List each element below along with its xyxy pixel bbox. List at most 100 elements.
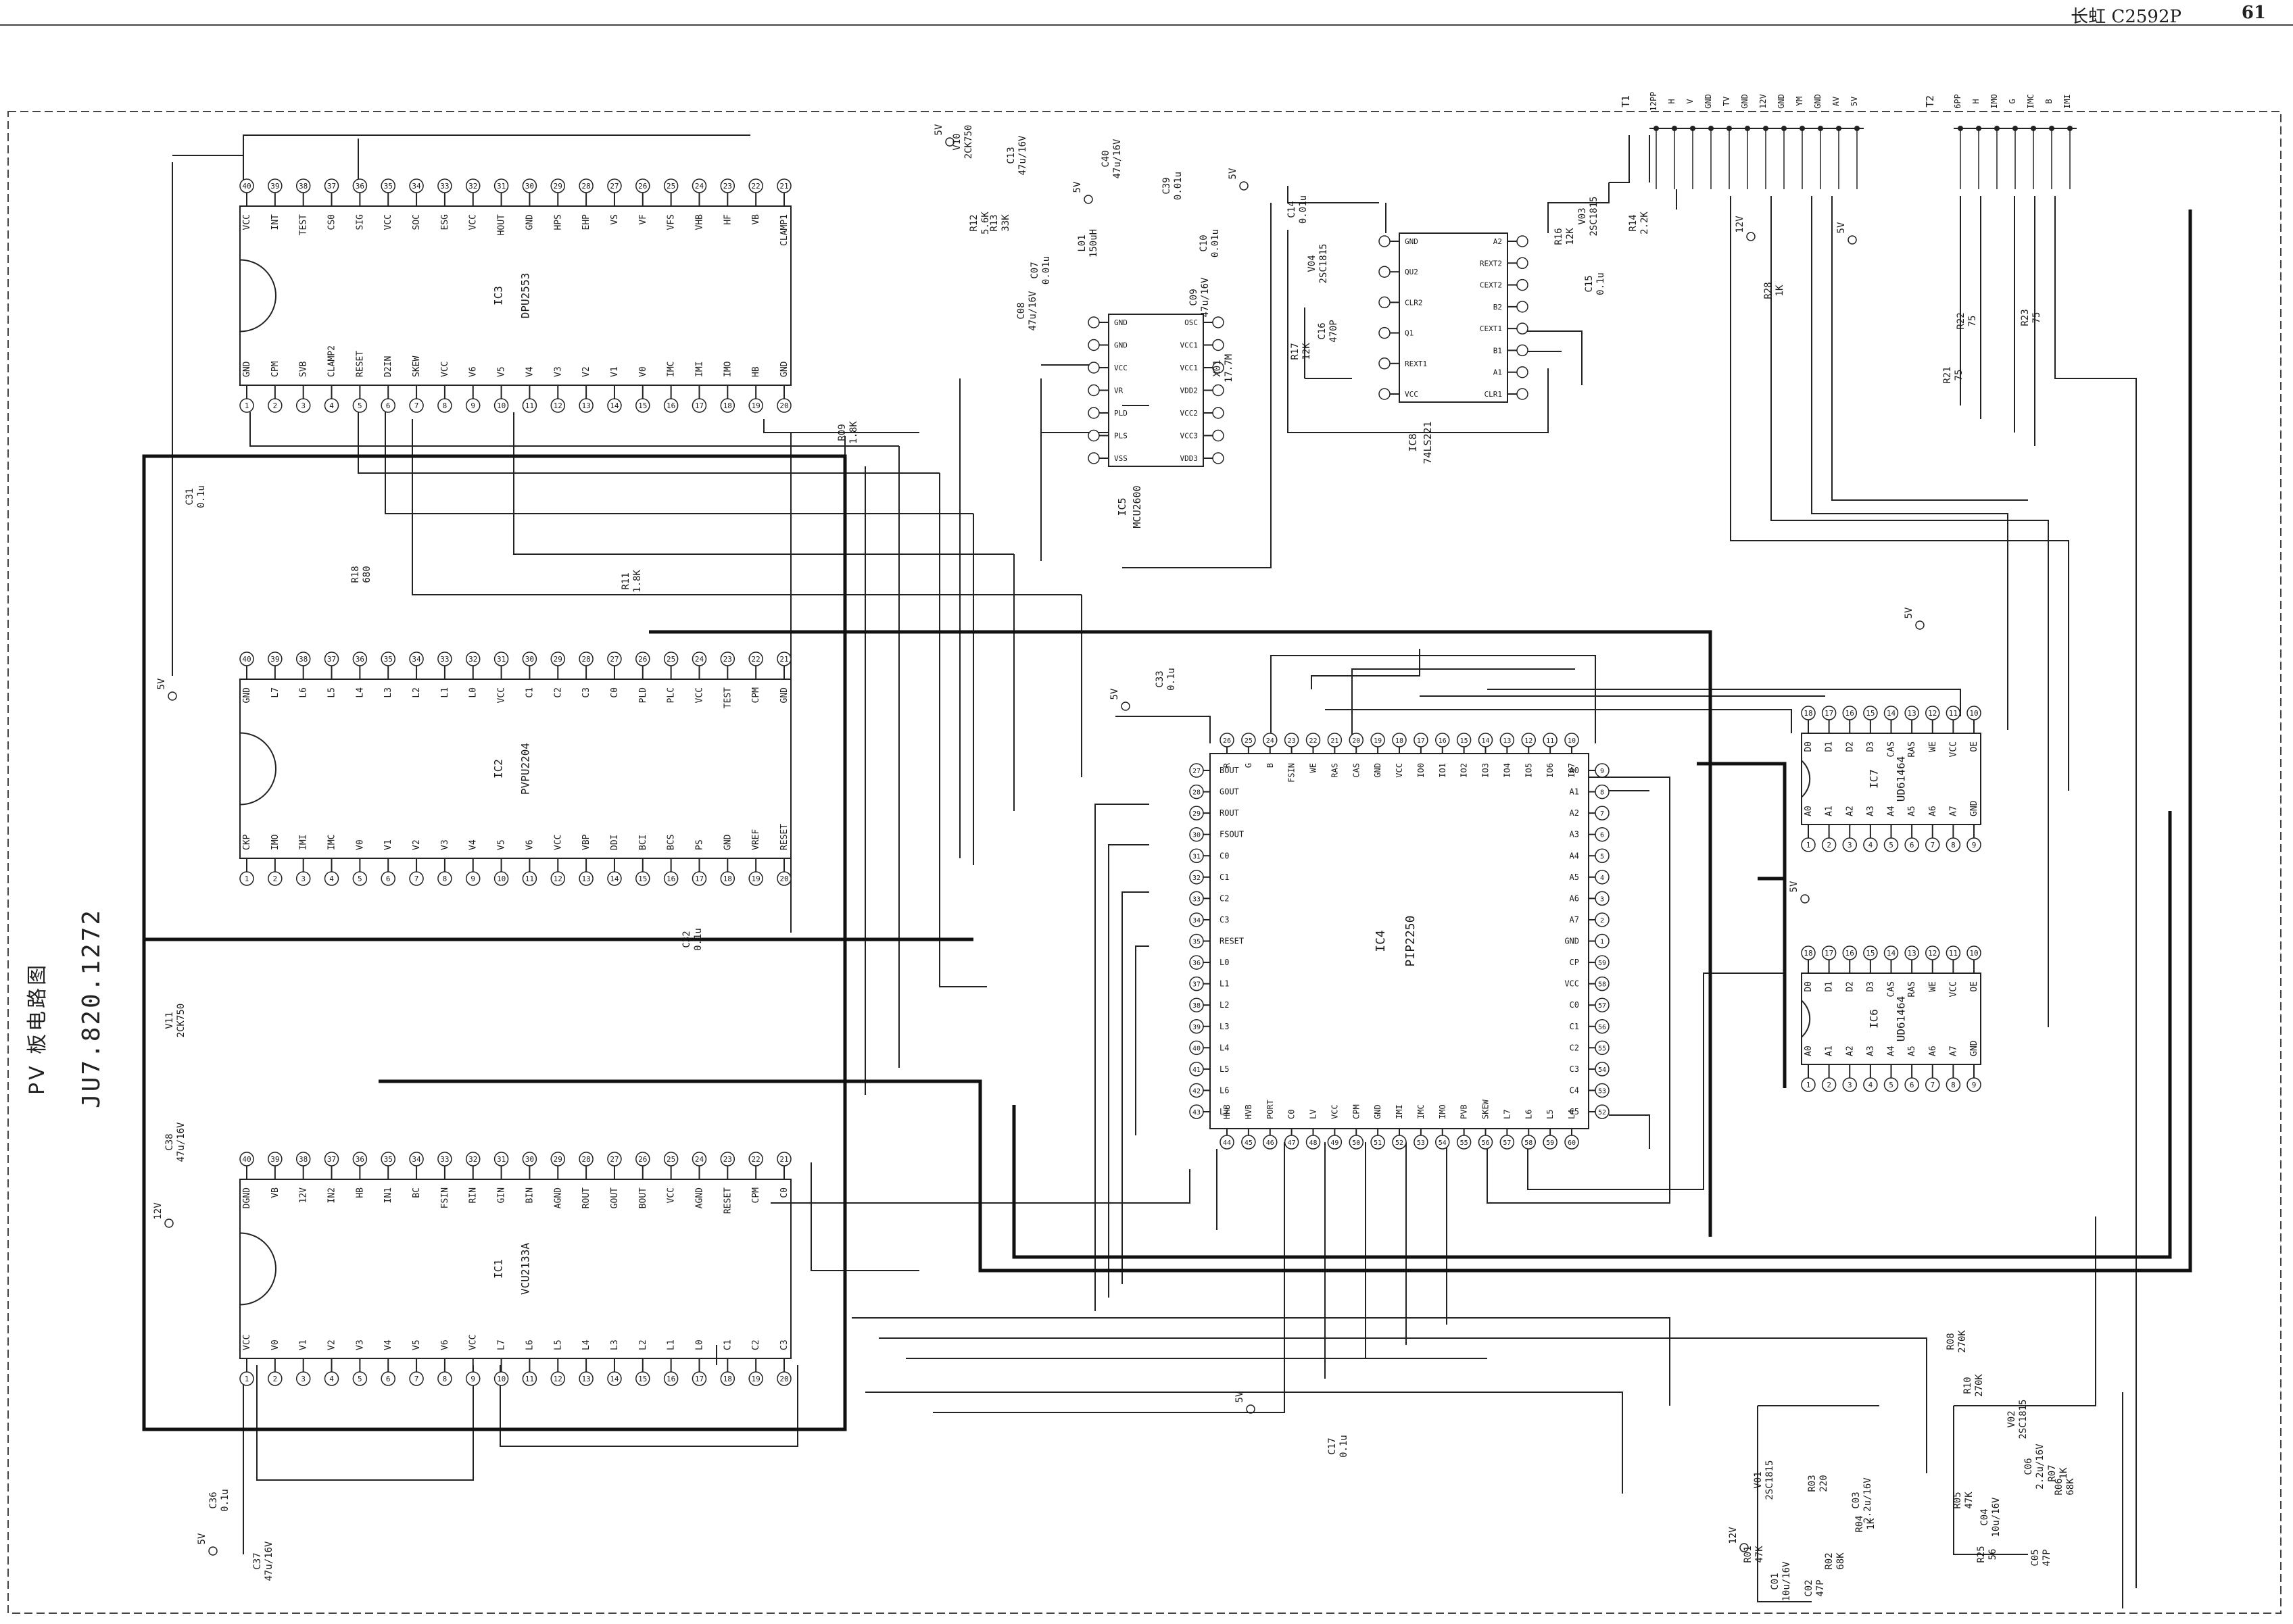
pin-number: 31 [497,182,506,191]
pin-label: PLC [667,687,677,703]
pin-bubble [748,178,763,193]
component-layer: 40VCC39INT38TEST37CS036SIG35VCC34SOC33ES… [153,92,2077,1602]
supply-rail-v5: 5V [1228,168,1249,191]
pin-label: CEXT1 [1480,324,1502,333]
pin-number: 39 [270,182,279,191]
component-ref: R08 [1946,1333,1956,1350]
pin-label: C1 [1570,1022,1579,1031]
pin-number: 12 [1524,737,1532,745]
pin-bubble [295,651,311,666]
pin-bubble [1564,1135,1579,1150]
pin-label: REXT1 [1405,360,1427,368]
pin-label: PS [694,839,704,850]
component-value: 2.2u/16V [1862,1477,1873,1523]
pin-number: 2 [1827,841,1831,850]
ic-part: PIP2250 [1403,916,1418,967]
component-value: 47u/16V [1028,291,1038,331]
component-ref: R10 [1962,1377,1973,1394]
pin-label: C1 [1220,872,1229,882]
pin-number: 15 [638,875,647,883]
pin-bubble [352,1152,368,1166]
pin-number: 40 [242,655,251,664]
component-ref: C39 [1161,177,1172,194]
connector-node [2049,126,2054,131]
pin-number: 10 [497,1375,506,1383]
pin-label: VFS [667,214,677,230]
pin-label: Q1 [1405,329,1414,338]
rail-node [1746,232,1756,241]
pin-number: 36 [356,655,364,664]
supply-rail-v12: 12V [153,1202,174,1228]
pin-label: HVB [1244,1104,1253,1119]
pin-bubble [522,178,537,193]
connector-pin-label: 6PP [1953,94,1962,109]
pin-number: 28 [1192,789,1201,797]
pin-number: 51 [1374,1139,1382,1147]
bold-bus [142,454,847,1431]
pin-bubble [1946,945,1961,960]
ic-body [1399,232,1508,403]
pin-bubble [465,871,481,886]
pin-number: 25 [667,655,675,664]
pin-label: PVB [1459,1104,1469,1119]
pin-number: 16 [1439,737,1447,745]
pin-number: 5 [358,875,362,883]
rail-label: 5V [1234,1391,1245,1402]
wire [1270,655,1596,743]
pin-number: 8 [1951,1081,1956,1089]
connector-pin-label: YM [1795,97,1804,106]
pin-label: D0 [1804,741,1814,752]
pin-label: V6 [440,1339,450,1350]
connector-pin-label: GND [1813,94,1823,109]
pin-label: V5 [412,1339,422,1350]
component-value: 47K [1754,1546,1765,1563]
ic-ic4: 26R25G24B23FSIN22WE21RAS20CAS19GND18VCC1… [1189,733,1610,1150]
pin-bubble [1212,452,1224,464]
pin-bubble [1499,733,1515,747]
pin-bubble [1456,733,1472,747]
component-value: 0.01u [1041,256,1052,285]
pin-label: V1 [383,839,393,850]
pin-number: 23 [1288,737,1296,745]
pin-bubble [1516,322,1528,335]
pin-number: 11 [1949,709,1958,718]
pin-label: GOUT [610,1187,620,1208]
ic-part: VCU2133A [519,1243,532,1295]
pin-number: 33 [1192,895,1201,903]
pin-number: 30 [525,1155,534,1164]
pin-label: PLD [1114,409,1128,418]
pin-bubble [1478,733,1493,747]
component-value: 68K [2065,1478,2076,1496]
pin-bubble [381,1152,395,1166]
pin-number: 17 [695,401,704,410]
pin-bubble [579,398,594,413]
pin-bubble [1499,1135,1515,1150]
rail-node [1246,1404,1255,1414]
rail-node [208,1546,218,1556]
pin-number: 37 [327,1155,336,1164]
pin-bubble [748,398,763,413]
pin-label: G [1244,763,1253,768]
pin-label: A5 [1907,806,1917,816]
pin-bubble [493,398,509,413]
pin-number: 18 [723,1375,732,1383]
pin-label: L6 [525,1339,535,1350]
pin-number: 31 [497,1155,506,1164]
connector-pin-label: V [1685,99,1695,103]
pin-bubble [607,651,622,666]
pin-label: VCC [242,1335,252,1350]
pin-number: 2 [1600,917,1604,925]
pin-bubble [607,1371,622,1386]
pin-label: D1 [1825,741,1835,752]
pin-label: RAS [1907,981,1917,997]
pin-label: A4 [1887,1045,1897,1056]
pin-number: 12 [1928,949,1937,958]
component-value: 47K [1964,1492,1975,1509]
pin-number: 4 [1868,1081,1873,1089]
pin-number: 16 [1845,949,1854,958]
pin-bubble [1435,1135,1450,1150]
